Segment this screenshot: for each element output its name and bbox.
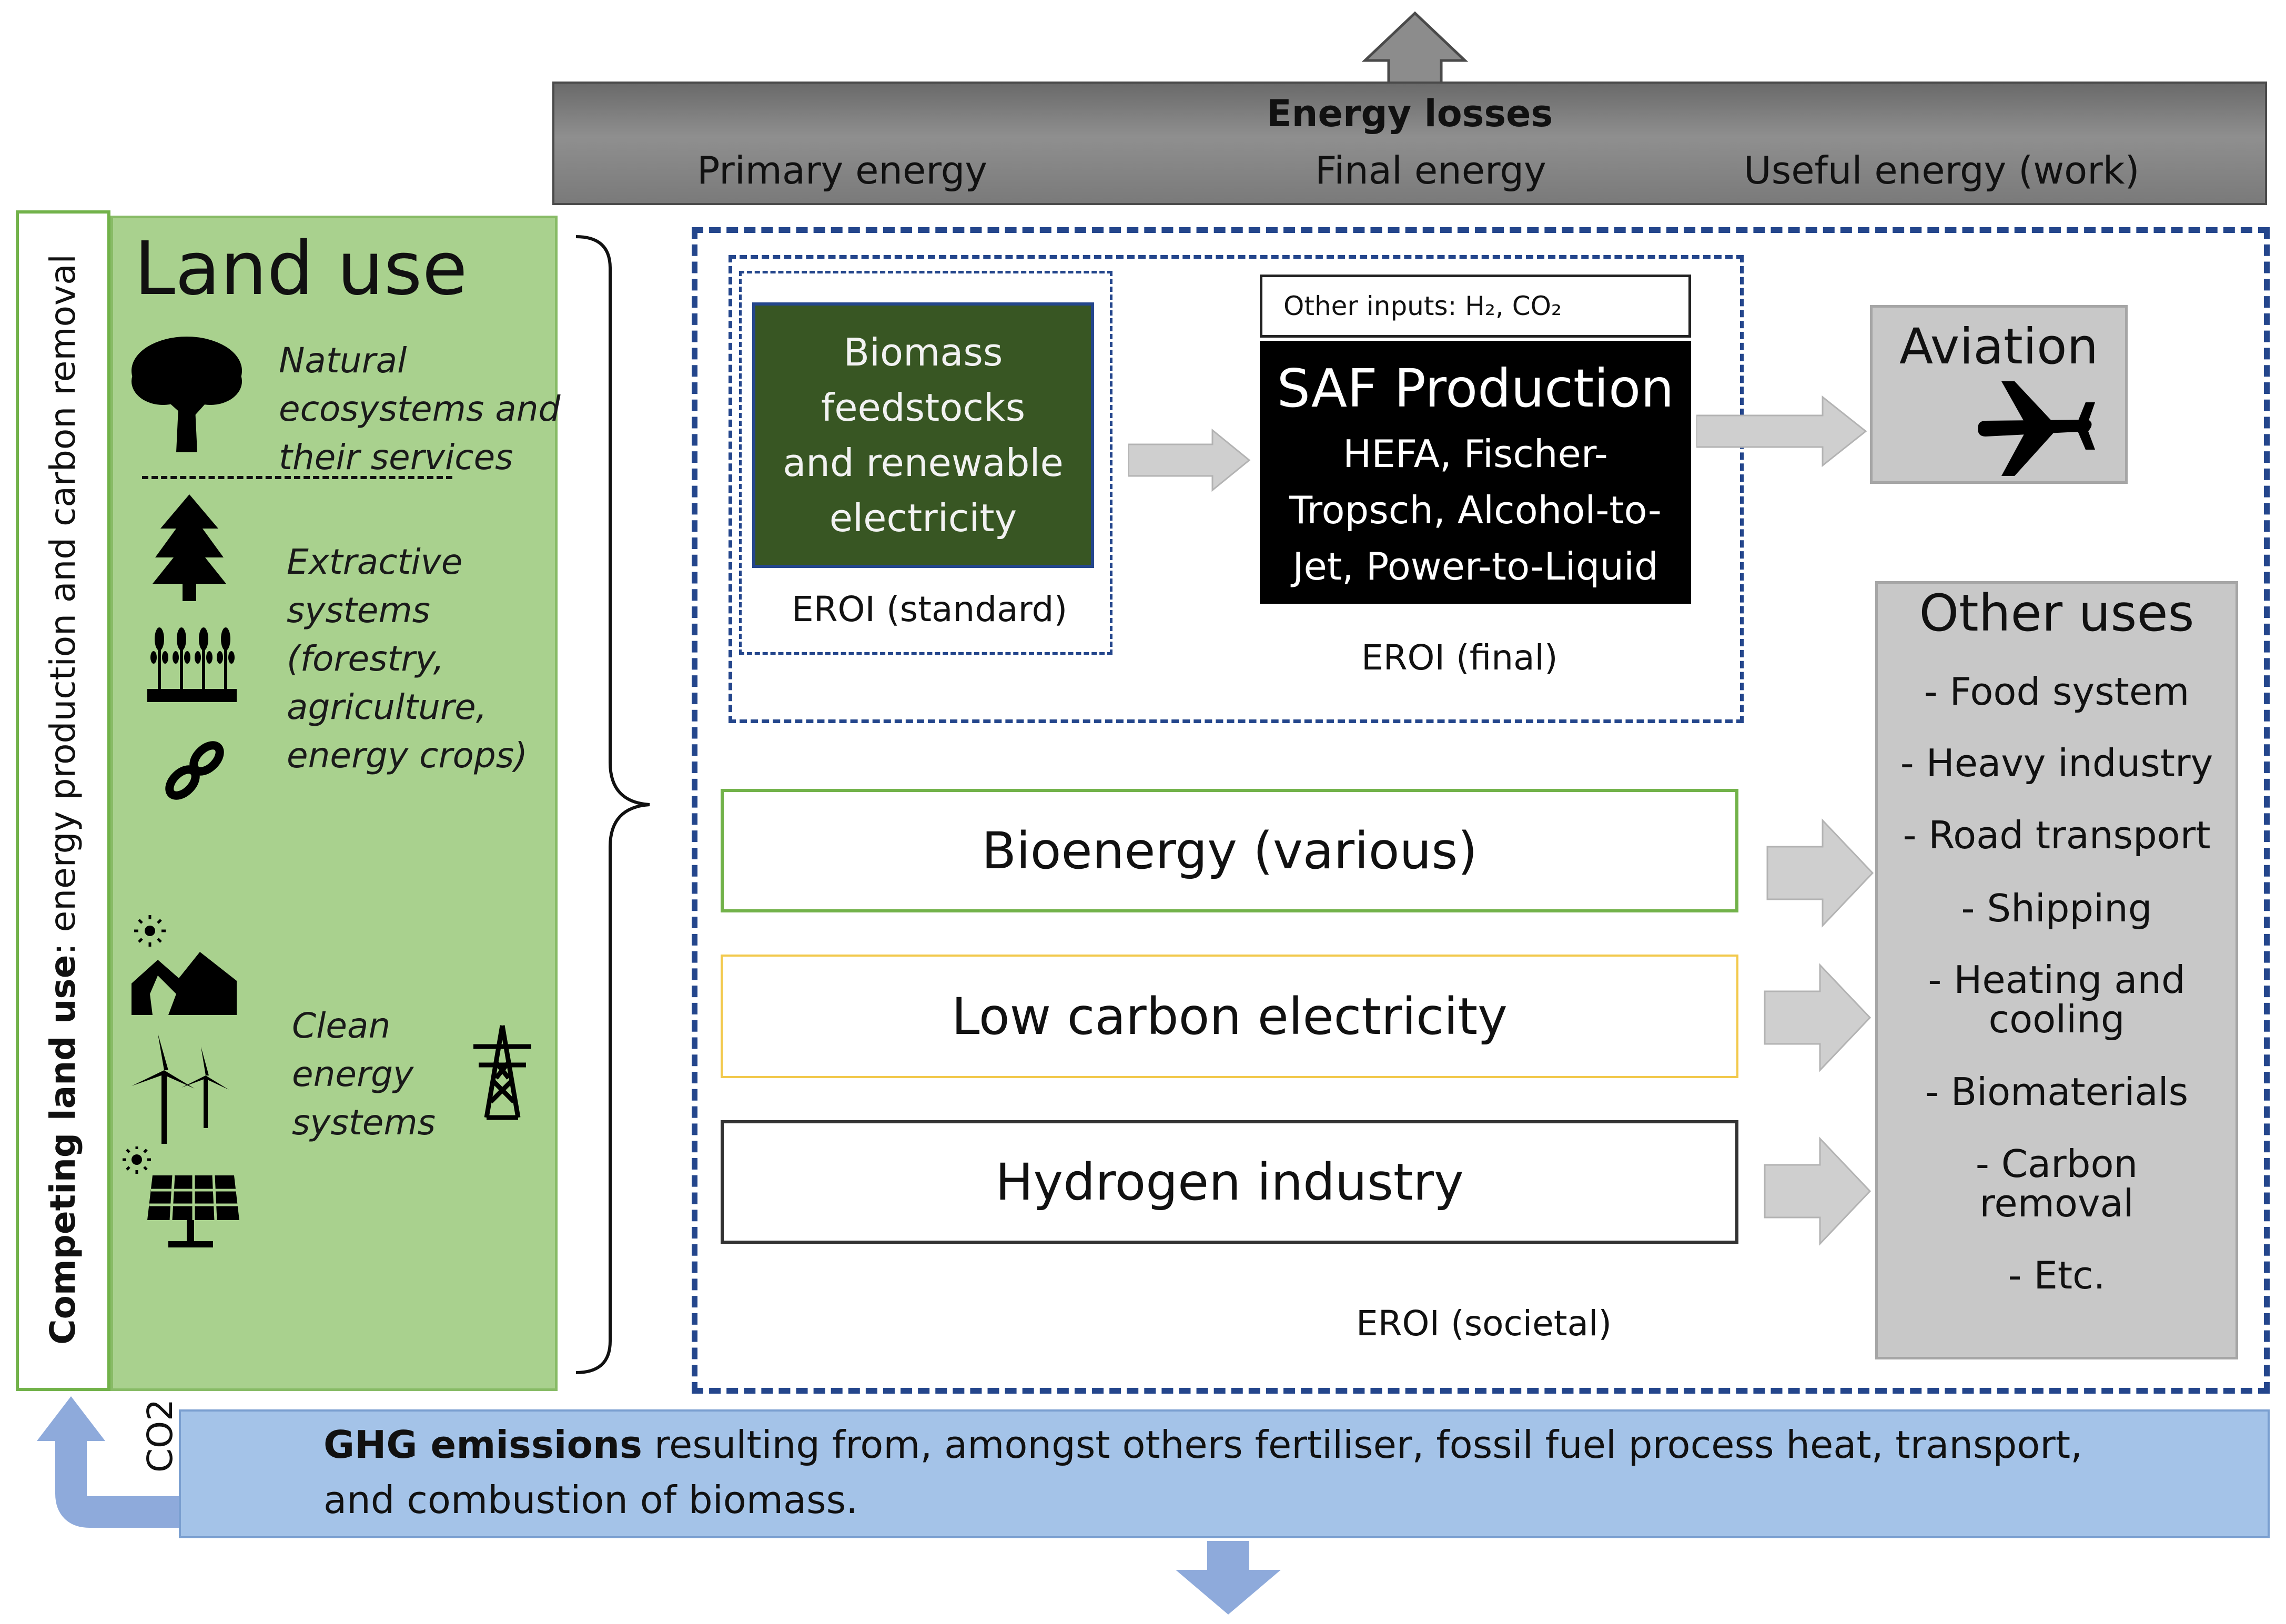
eroi-final-label: EROI (final) — [1361, 637, 1558, 678]
energy-loss-up-arrow — [1361, 11, 1469, 86]
hydro-mountain-icon — [132, 915, 237, 1015]
saf-methods-text: HEFA, Fischer- Tropsch, Alcohol-to- Jet,… — [1260, 426, 1691, 595]
other-use-heavy-industry: - Heavy industry — [1900, 741, 2213, 785]
clean-line-1: Clean — [292, 1006, 391, 1046]
saf-methods-line-3: Jet, Power-to-Liquid — [1292, 544, 1658, 588]
eroi-standard-label: EROI (standard) — [792, 589, 1068, 630]
eroi-final-frame — [729, 255, 1744, 723]
final-energy-label: Final energy — [1315, 148, 1546, 192]
aviation-title: Aviation — [1899, 318, 2099, 375]
other-use-etc: - Etc. — [2008, 1253, 2106, 1297]
competing-land-use-bold: Competing land use — [43, 955, 83, 1345]
tree-icon — [132, 337, 242, 452]
competing-land-use-strip — [16, 210, 110, 1391]
other-uses-box — [1875, 581, 2238, 1359]
primary-energy-label: Primary energy — [697, 148, 987, 192]
crops-icon — [147, 627, 237, 702]
other-use-biomaterials: - Biomaterials — [1925, 1070, 2189, 1114]
useful-energy-label: Useful energy (work) — [1744, 148, 2140, 192]
aviation-box — [1870, 305, 2128, 484]
ghg-emissions-line-2: and combustion of biomass. — [323, 1478, 858, 1522]
saf-production-title: SAF Production — [1277, 358, 1674, 419]
extractive-line-5: energy crops) — [287, 735, 528, 776]
land-use-divider — [142, 476, 452, 479]
solar-panel-icon — [123, 1146, 239, 1247]
saf-production-box — [1260, 341, 1691, 604]
saf-methods-line-1: HEFA, Fischer- — [1343, 432, 1608, 476]
grouping-brace — [575, 235, 650, 1374]
other-uses-title: Other uses — [1919, 584, 2194, 643]
power-pylon-icon — [473, 1025, 531, 1120]
arrow-biomass-to-saf — [1128, 428, 1251, 492]
energy-losses-title: Energy losses — [1266, 92, 1553, 135]
other-use-heating-line-1: - Heating and — [1928, 958, 2186, 1002]
pine-tree-icon — [153, 494, 226, 601]
arrow-electricity-to-other-uses — [1764, 963, 1872, 1072]
arrow-saf-to-aviation — [1696, 395, 1867, 468]
natural-ecosystems-text: Natural ecosystems and their services — [279, 337, 560, 482]
biomass-line-2: feedstocks — [821, 385, 1026, 430]
other-use-carbon-line-1: - Carbon — [1975, 1142, 2138, 1186]
arrow-hydrogen-to-other-uses — [1764, 1136, 1872, 1246]
extractive-line-4: agriculture, — [287, 687, 487, 727]
land-use-title: Land use — [134, 226, 468, 312]
airplane-icon — [1978, 381, 2095, 476]
clean-energy-text: Clean energy systems — [292, 1002, 436, 1147]
arrow-bioenergy-to-other-uses — [1766, 818, 1874, 928]
pellets-icon — [165, 741, 224, 800]
energy-losses-banner — [552, 82, 2267, 205]
eroi-societal-label: EROI (societal) — [1356, 1303, 1612, 1344]
saf-methods-line-2: Tropsch, Alcohol-to- — [1289, 488, 1662, 532]
wind-turbine-icon — [132, 1033, 229, 1144]
other-inputs-box: Other inputs: H₂, CO₂ — [1260, 275, 1691, 338]
other-use-carbon-line-2: removal — [1979, 1181, 2134, 1225]
ghg-emissions-rest: resulting from, amongst others fertilise… — [642, 1423, 2082, 1467]
ghg-down-arrow — [1176, 1541, 1281, 1615]
natural-line-1: Natural — [279, 340, 407, 381]
clean-line-3: systems — [292, 1102, 436, 1143]
natural-line-2: ecosystems and — [279, 389, 561, 429]
natural-line-3: their services — [279, 437, 513, 478]
eroi-societal-frame — [692, 227, 2270, 1394]
biomass-line-1: Biomass — [843, 330, 1003, 374]
extractive-line-3: (forestry, — [287, 638, 444, 679]
ghg-emissions-bold: GHG emissions — [323, 1423, 643, 1467]
biomass-line-3: and renewable — [783, 440, 1064, 485]
competing-land-use-label: Competing land use: energy production an… — [37, 209, 89, 1390]
bioenergy-box: Bioenergy (various) — [721, 789, 1738, 912]
other-use-heating-line-2: cooling — [1988, 997, 2125, 1041]
extractive-line-2: systems — [287, 590, 430, 631]
eroi-standard-frame — [739, 271, 1112, 655]
biomass-feedstocks-box: Biomass feedstocks and renewable electri… — [752, 302, 1094, 568]
ghg-emissions-bar — [179, 1409, 2270, 1538]
biomass-line-4: electricity — [829, 495, 1017, 540]
hydrogen-industry-box: Hydrogen industry — [721, 1120, 1738, 1244]
other-use-food-system: - Food system — [1924, 669, 2190, 714]
clean-line-2: energy — [292, 1054, 414, 1094]
extractive-line-1: Extractive — [287, 542, 463, 582]
extractive-systems-text: Extractive systems (forestry, agricultur… — [287, 538, 528, 780]
co2-return-arrow — [37, 1396, 189, 1528]
low-carbon-electricity-box: Low carbon electricity — [721, 955, 1738, 1078]
other-use-road-transport: - Road transport — [1903, 813, 2211, 857]
competing-land-use-rest: : energy production and carbon removal — [43, 254, 83, 955]
other-use-shipping: - Shipping — [1961, 886, 2152, 930]
ghg-emissions-line-1: GHG emissions resulting from, amongst ot… — [323, 1423, 2082, 1467]
